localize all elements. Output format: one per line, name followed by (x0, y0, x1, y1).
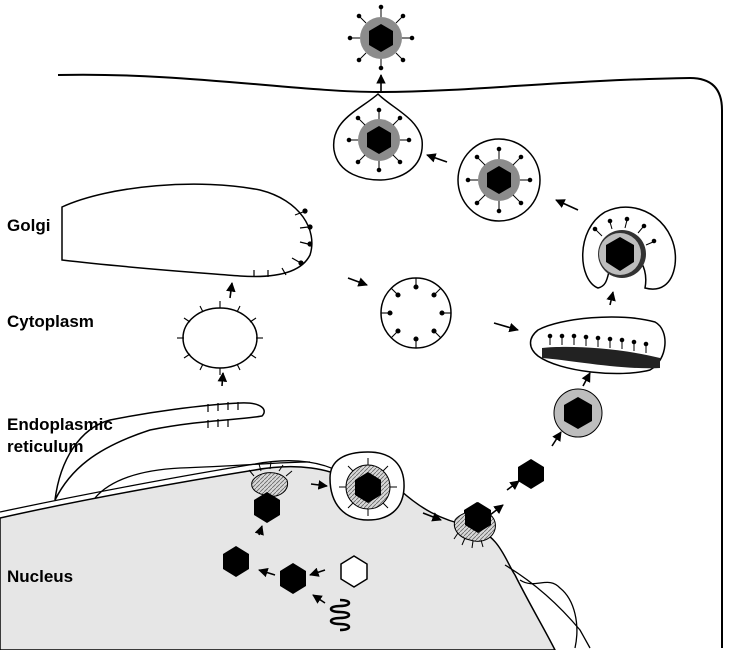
tegument-layer (542, 346, 660, 369)
nuclear-pore (519, 579, 578, 649)
capsid-icon (487, 166, 511, 194)
capsid-icon (518, 459, 544, 489)
flow-arrows (217, 74, 616, 604)
released-virion-spikes (347, 4, 415, 71)
virion-spikes (346, 107, 412, 173)
envelopment-spikes (547, 333, 649, 353)
label-nucleus: Nucleus (7, 567, 74, 586)
transport-vesicle (182, 307, 258, 369)
golgi-glycoprotein-spikes (253, 208, 313, 277)
virion-spikes (465, 146, 533, 214)
label-er-line1: Endoplasmic (7, 415, 113, 434)
perinuclear-spikes (339, 458, 397, 516)
er-connection (94, 461, 311, 499)
inner-membrane-bud (251, 472, 289, 497)
label-endoplasmic-reticulum: Endoplasmic reticulum (7, 414, 113, 458)
capsid-icon (564, 397, 592, 429)
nuclear-bud-spikes (453, 532, 484, 549)
capsid-icon (223, 546, 249, 577)
label-golgi: Golgi (7, 216, 51, 235)
endoplasmic-reticulum (54, 402, 265, 501)
empty-capsid-icon (340, 555, 368, 588)
golgi-cisterna (61, 183, 313, 278)
capsid-icon (355, 472, 381, 503)
capsid-icon (280, 563, 306, 594)
er-spikes (207, 402, 239, 428)
golgi-vesicle-spikes (381, 278, 451, 348)
vesicle-spikes (177, 301, 263, 375)
capsid-icon (367, 126, 391, 154)
capsid-icon (465, 502, 491, 533)
inner-bud-spikes (248, 461, 293, 477)
capsid-icon (254, 492, 280, 523)
nuclear-envelope-lumen (504, 564, 591, 649)
capsid-icon (606, 237, 634, 271)
viral-dna-icon (329, 598, 351, 632)
plasma-membrane (57, 73, 723, 648)
label-cytoplasm: Cytoplasm (7, 312, 94, 331)
nuclear-outer-membrane (0, 460, 341, 513)
label-er-line2: reticulum (7, 437, 84, 456)
budding-spikes (592, 216, 657, 246)
capsid-icon (369, 24, 393, 52)
